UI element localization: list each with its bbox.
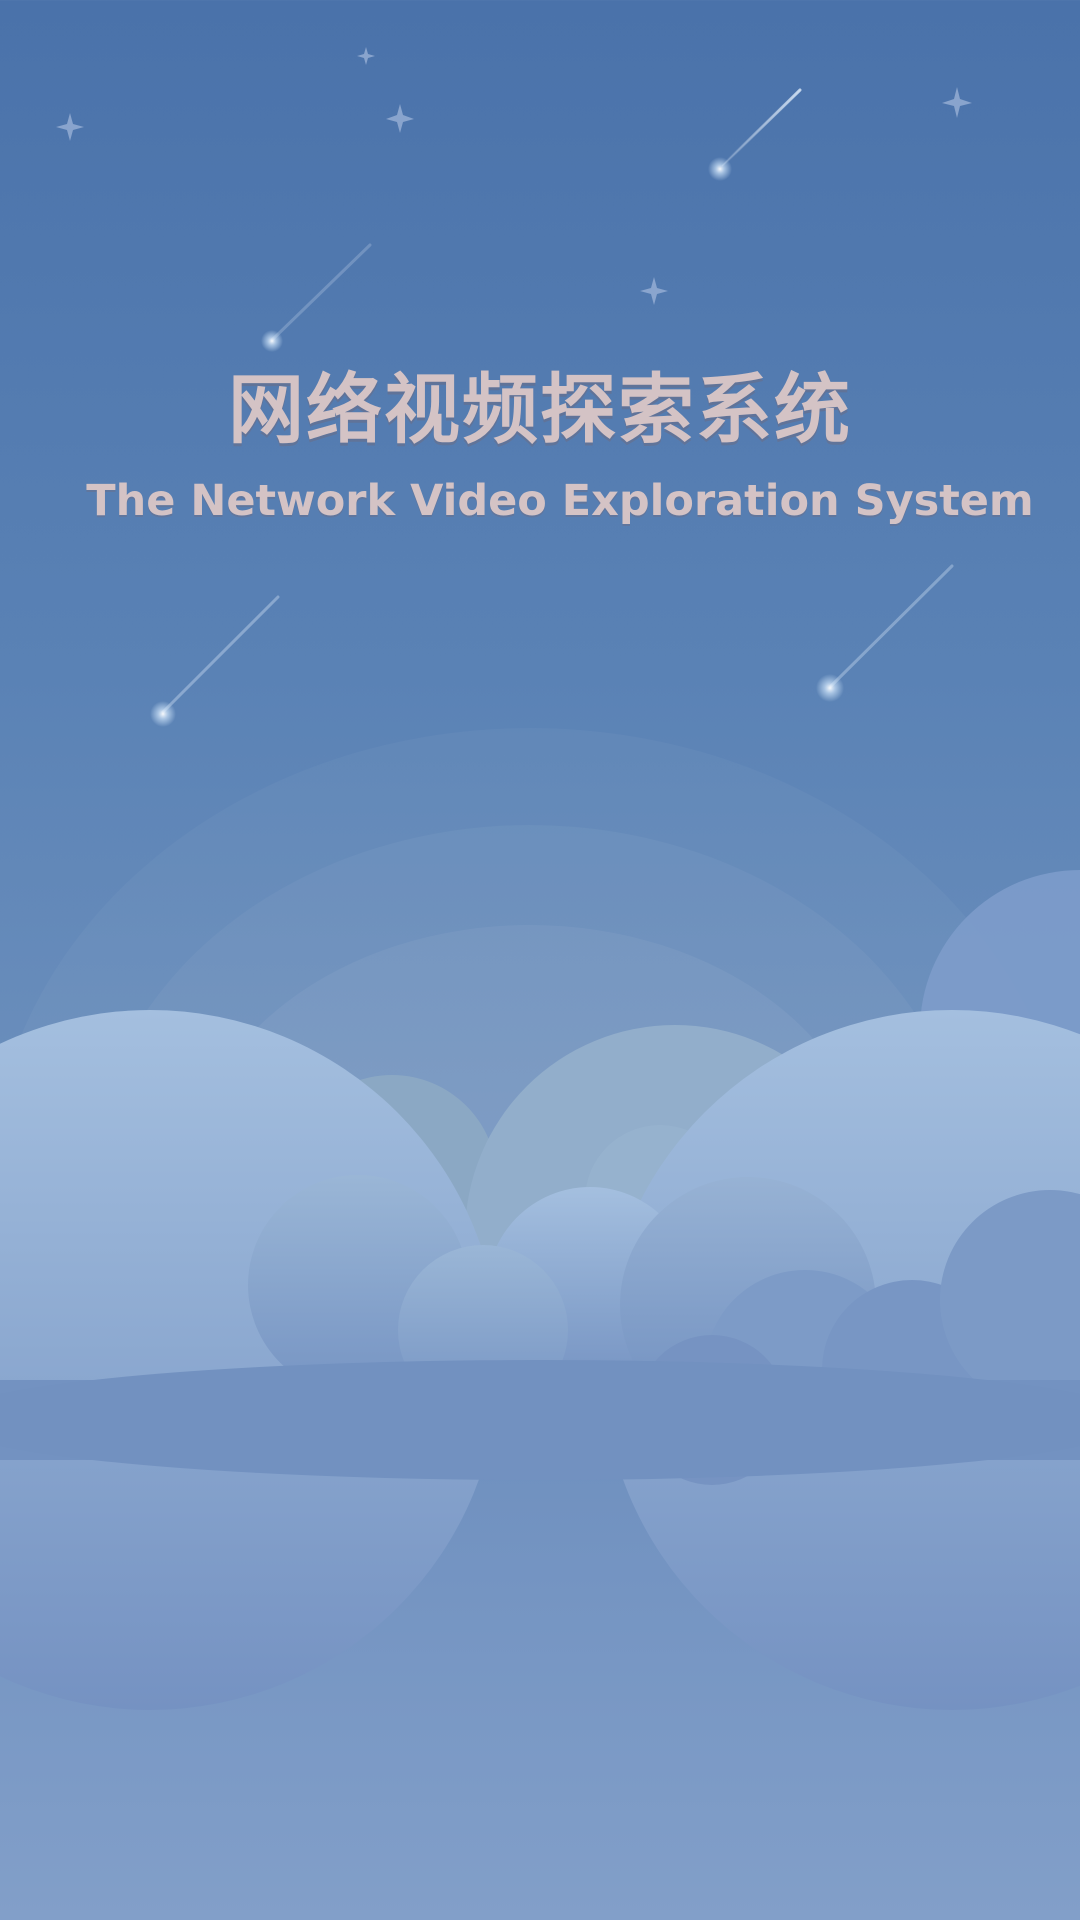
meteor-icon [708,88,802,181]
meteor-icon [261,243,372,352]
meteor-icon [150,595,280,727]
meteor-icon [816,564,954,702]
sparkle-star-icons [56,47,972,305]
cloud-bank [0,870,1080,1710]
app-title-english: The Network Video Exploration System [86,476,1034,526]
star-icon [386,104,414,133]
star-icon [56,113,84,141]
app-title-chinese: 网络视频探索系统 [228,365,852,454]
star-icon [357,47,375,65]
star-icon [942,87,972,118]
star-icon [640,277,668,305]
shooting-star-icons [150,88,954,727]
cloud-puff [940,1190,1080,1410]
